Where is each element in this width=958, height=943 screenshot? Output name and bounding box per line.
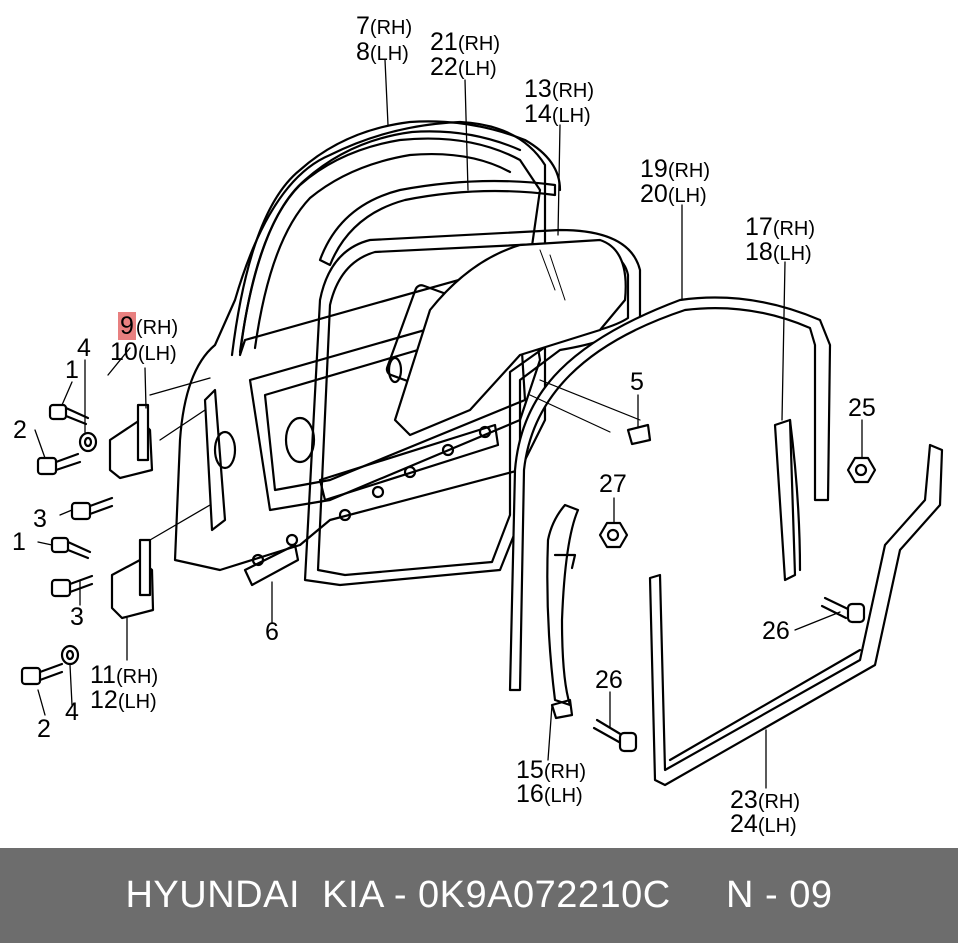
- door-opening-weatherstrip-upper: [508, 296, 832, 692]
- callout-22: 22(LH): [430, 53, 497, 81]
- part-number-caption: HYUNDAI KIA - 0K9A072210C N - 09: [125, 874, 833, 916]
- rear-pillar-trim: [546, 503, 580, 707]
- door-opening-weatherstrip-lower: [648, 443, 944, 787]
- weatherstrip-door-frame: [230, 120, 562, 357]
- callout-14: 14(LH): [524, 100, 591, 128]
- callout-13: 13(RH): [524, 75, 595, 103]
- washer-4-lower: [60, 644, 80, 666]
- screw-26-left: [592, 718, 638, 753]
- callout-11: 11(RH): [90, 661, 159, 689]
- callout-12: 12(LH): [90, 686, 157, 714]
- callout-1-lower: 1: [12, 528, 26, 556]
- callout-25: 25: [848, 394, 876, 422]
- bolt-2-upper: [36, 452, 82, 476]
- callout-3-upper: 3: [33, 505, 47, 533]
- callout-26-right: 26: [762, 617, 790, 645]
- callout-21: 21(RH): [430, 28, 501, 56]
- callout-4-upper: 4: [77, 334, 91, 362]
- leader-lines: [34, 59, 863, 789]
- glass-run-weatherstrip: [303, 228, 642, 587]
- callout-19: 19(RH): [640, 155, 711, 183]
- glass-run-channel: [318, 179, 557, 267]
- door-glass: [393, 238, 627, 437]
- callout-5: 5: [630, 368, 644, 396]
- callout-17: 17(RH): [745, 213, 816, 241]
- callout-16: 16(LH): [516, 780, 583, 808]
- bolt-3-lower: [50, 574, 94, 598]
- nut-25: [846, 456, 877, 484]
- door-shell: [173, 120, 547, 572]
- callout-27: 27: [599, 470, 627, 498]
- callout-10: 10(LH): [110, 338, 177, 366]
- footer-banner: HYUNDAI KIA - 0K9A072210C N - 09: [0, 848, 958, 943]
- bolt-1-upper: [48, 403, 90, 426]
- callout-4-lower: 4: [65, 698, 79, 726]
- callout-24: 24(LH): [730, 810, 797, 838]
- callout-9: 9(RH): [118, 312, 179, 340]
- callout-23: 23(RH): [730, 786, 801, 814]
- callout-7: 7(RH): [356, 12, 413, 40]
- bolt-2-lower: [20, 662, 64, 686]
- belt-clip-strip: [243, 543, 300, 587]
- nut-27: [598, 521, 629, 549]
- door-exploded-diagram: [20, 59, 944, 789]
- callout-6: 6: [265, 618, 279, 646]
- bolt-3-upper: [70, 496, 114, 521]
- callout-18: 18(LH): [745, 238, 812, 266]
- callout-26-left: 26: [595, 666, 623, 694]
- bolt-1-lower: [50, 536, 92, 560]
- callout-2-upper: 2: [13, 416, 27, 444]
- callout-1-upper: 1: [65, 356, 79, 384]
- callout-2-lower: 2: [37, 715, 51, 743]
- callout-3-lower: 3: [70, 603, 84, 631]
- callout-20: 20(LH): [640, 180, 707, 208]
- washer-4-upper: [78, 431, 98, 453]
- callout-8: 8(LH): [356, 38, 409, 66]
- bracket: [626, 423, 652, 446]
- center-pillar-trim: [773, 418, 797, 582]
- screw-26-right: [820, 596, 866, 624]
- belt-molding: [318, 423, 500, 502]
- callout-15: 15(RH): [516, 756, 587, 784]
